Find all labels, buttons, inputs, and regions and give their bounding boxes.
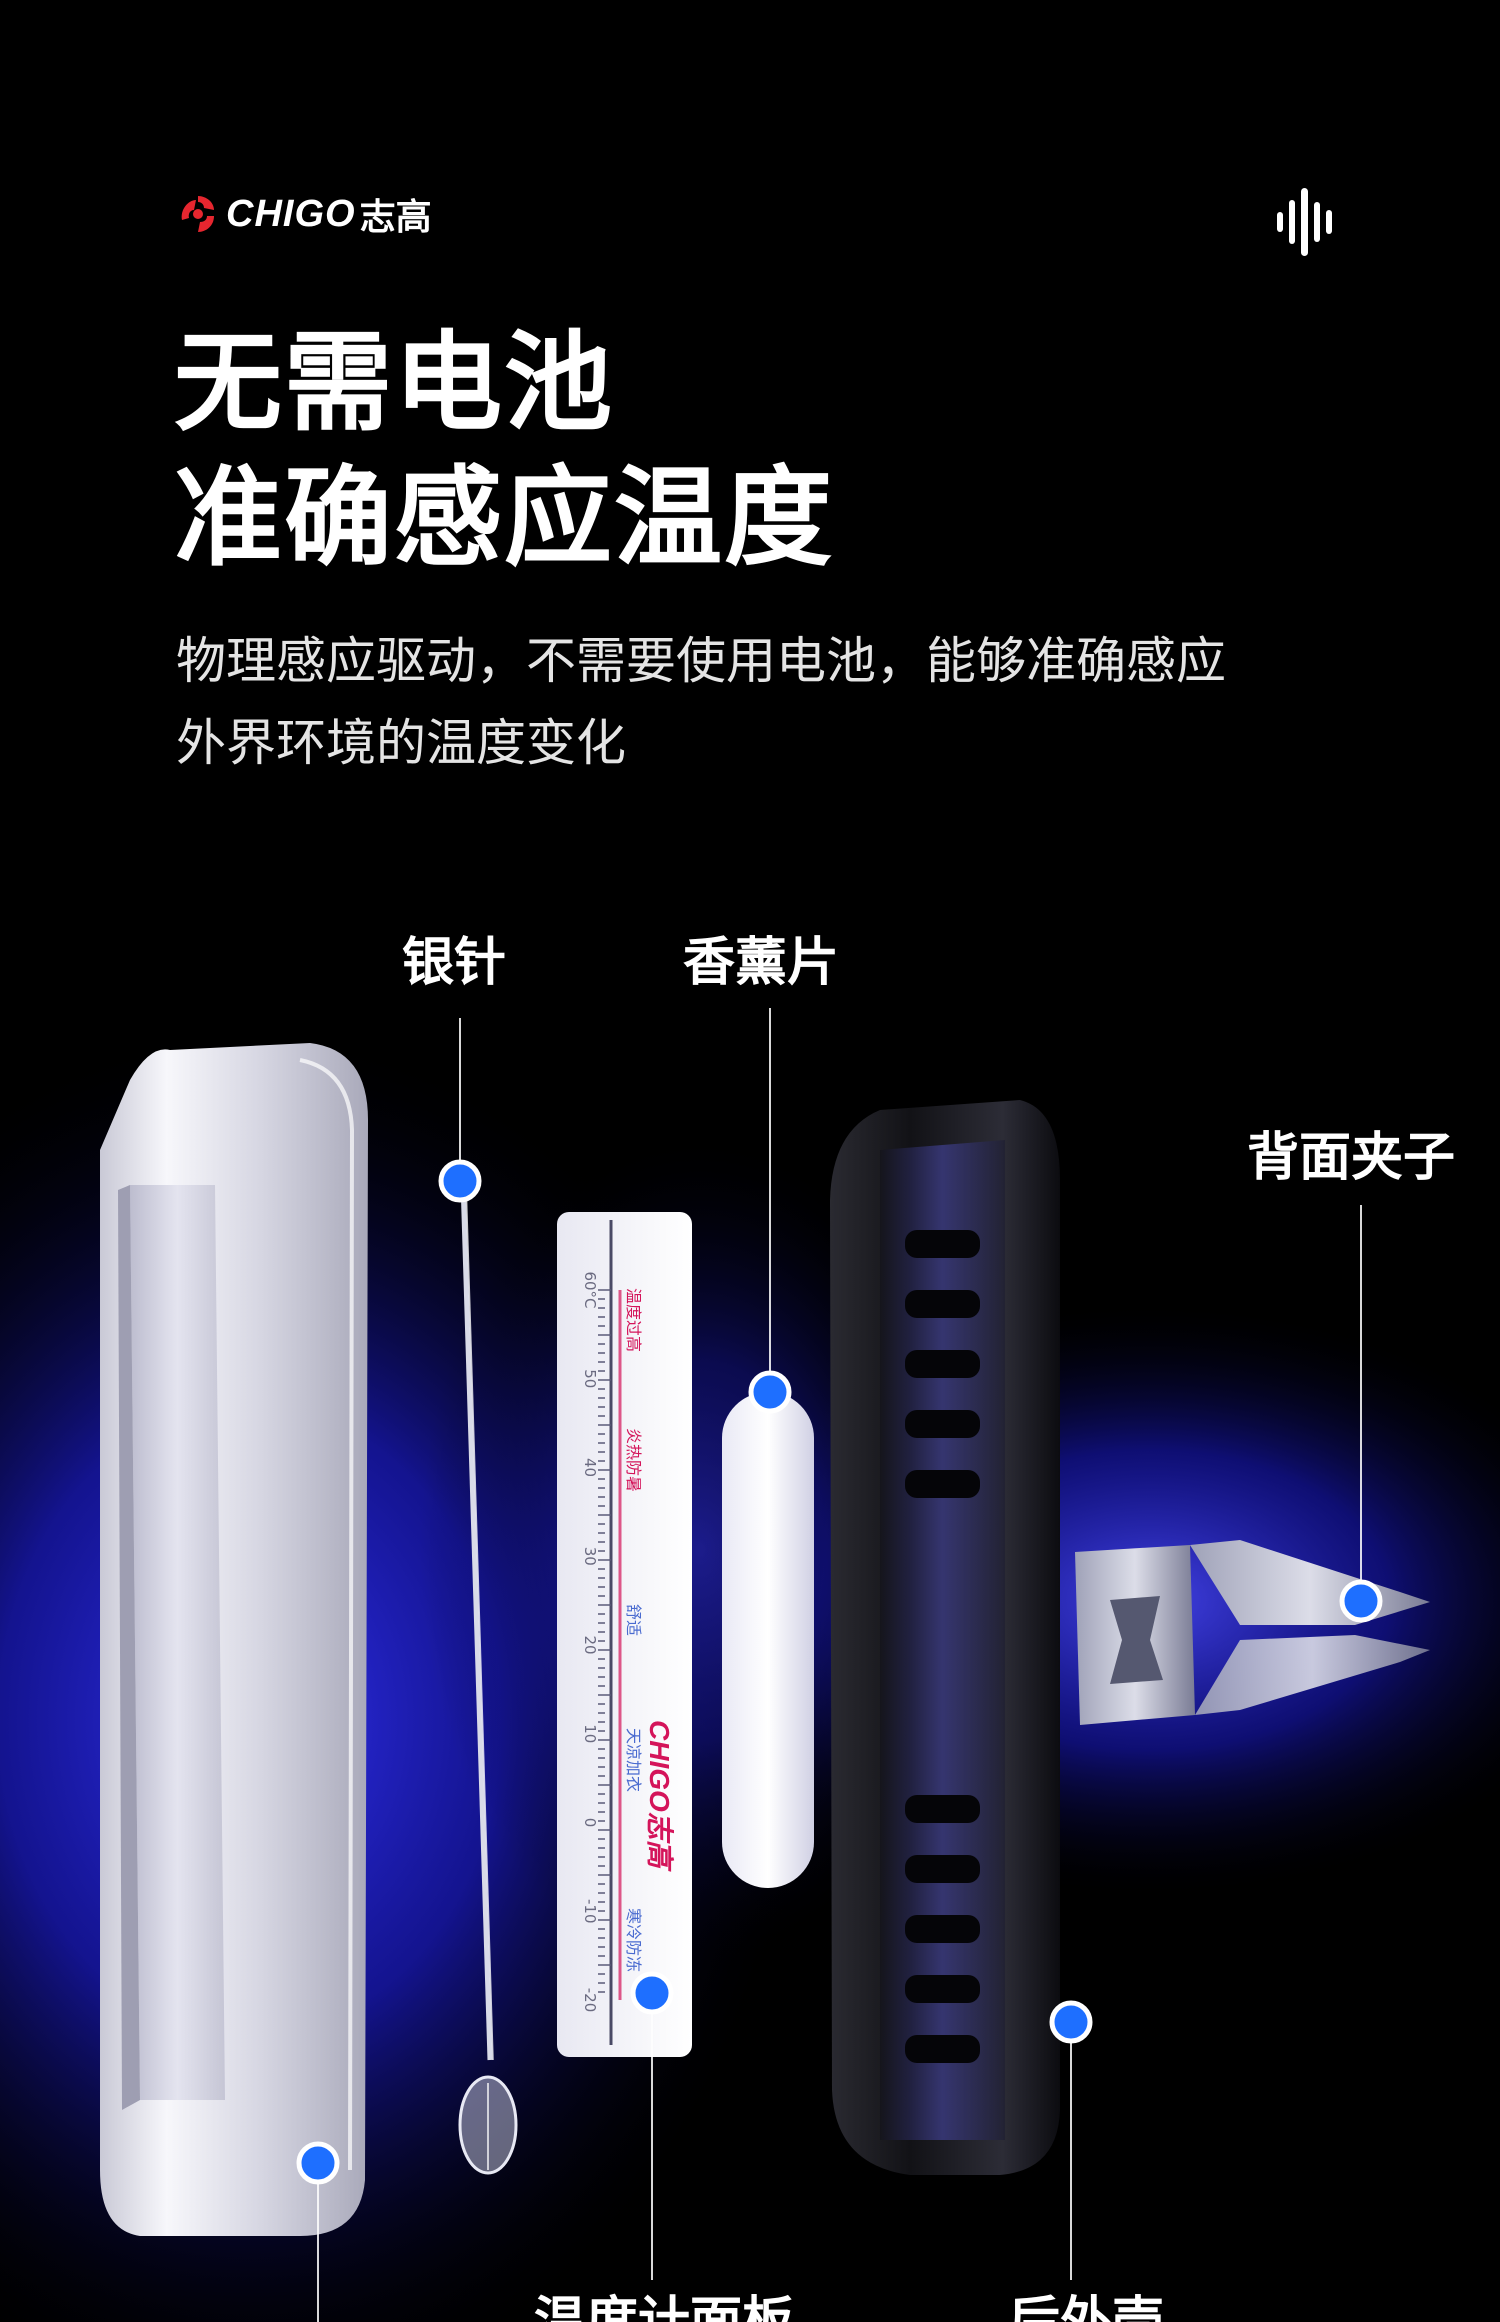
dial-brand-text: CHIGO志高 <box>644 1720 675 1873</box>
brand-name-cn: 志高 <box>359 197 432 238</box>
dot-aroma <box>748 1370 792 1414</box>
dial-zone-label: 寒冷防冻 <box>624 1908 643 1972</box>
shell-vent-slot <box>905 1915 980 1943</box>
dot-needle <box>438 1159 482 1203</box>
label-aroma-pad: 香薰片 <box>683 933 840 993</box>
dial-scale-label: 50 <box>581 1369 599 1388</box>
back-shell <box>830 1100 1060 2175</box>
dial-card: 60°C 50 40 30 20 10 0 -10 -20 寒冷防冻 天凉加衣 舒适 炎热防暑 温度过高… <box>557 1212 692 2057</box>
brand-logo: CHIGO 志高 <box>176 186 432 242</box>
dial-scale-label: 30 <box>581 1547 599 1566</box>
sound-wave-icon[interactable] <box>1275 186 1339 258</box>
dial-zone-label: 天凉加衣 <box>624 1728 643 1792</box>
shell-vent-slot <box>905 1410 980 1438</box>
label-silver-needle: 银针 <box>402 933 507 993</box>
dot-front-frame <box>296 2141 340 2185</box>
shell-vent-slot <box>905 1350 980 1378</box>
front-frame <box>100 1043 368 2236</box>
chigo-logo-icon <box>181 196 214 232</box>
shell-vent-slot <box>905 2035 980 2063</box>
shell-vent-slot <box>905 1795 980 1823</box>
dot-clip <box>1339 1579 1383 1623</box>
callout-lines <box>317 1008 1362 2322</box>
dot-back-shell <box>1049 2000 1093 2044</box>
dial-zone-label: 炎热防暑 <box>624 1428 643 1492</box>
shell-vent-slot <box>905 1855 980 1883</box>
shell-vent-slot <box>905 1230 980 1258</box>
headline-line-2: 准确感应温度 <box>174 456 835 581</box>
dial-scale-label: 40 <box>581 1458 599 1477</box>
shell-vent-slot <box>905 1290 980 1318</box>
dial-scale-label: 60°C <box>581 1271 599 1308</box>
label-dial-panel: 温度计面板 <box>534 2292 795 2322</box>
dial-zone-label: 温度过高 <box>624 1288 643 1352</box>
description-line-1: 物理感应驱动，不需要使用电池，能够准确感应 <box>176 632 1226 690</box>
dial-scale-label: 10 <box>581 1724 599 1743</box>
dial-zone-label: 舒适 <box>624 1604 643 1636</box>
description-line-2: 外界环境的温度变化 <box>176 714 626 772</box>
dot-dial <box>630 1971 674 2015</box>
brand-wordmark: CHIGO <box>226 192 356 235</box>
callout-dots <box>296 1159 1383 2185</box>
dial-scale-label: 0 <box>581 1818 599 1828</box>
aroma-pad <box>722 1392 814 1888</box>
silver-needle <box>458 1181 518 2175</box>
dial-scale-label: -20 <box>581 1988 599 2013</box>
shell-vent-slot <box>905 1975 980 2003</box>
shell-vent-slot <box>905 1470 980 1498</box>
label-back-shell: 后外壳 <box>1008 2292 1165 2322</box>
label-back-clip: 背面夹子 <box>1247 1128 1456 1188</box>
dial-scale-label: -10 <box>581 1899 599 1924</box>
headline-line-1: 无需电池 <box>174 321 615 446</box>
dial-scale-label: 20 <box>581 1635 599 1654</box>
